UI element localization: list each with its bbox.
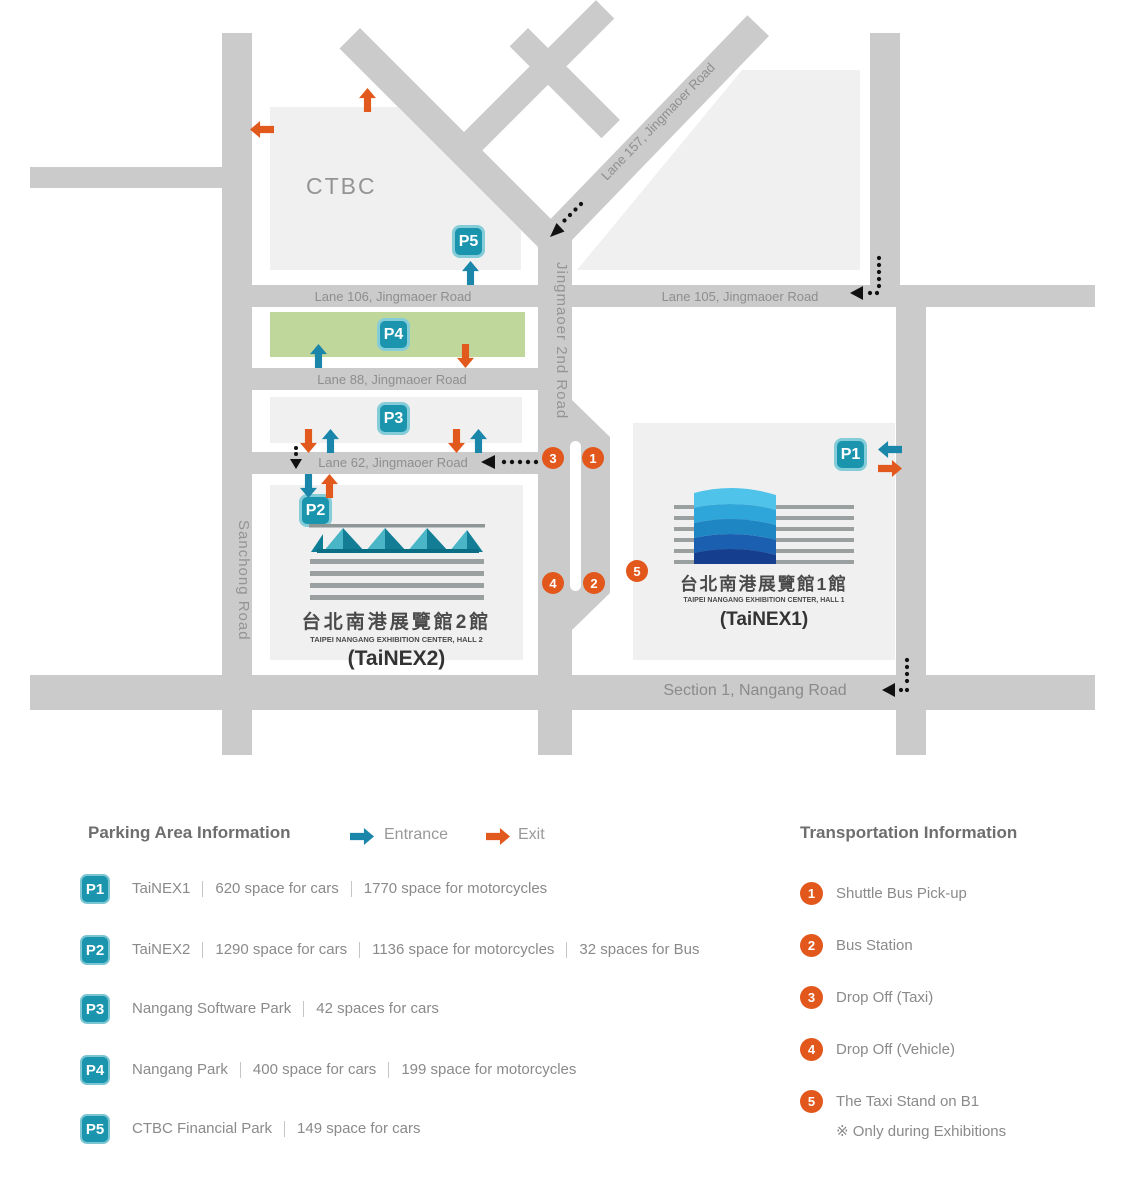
transport-num-4: 4: [800, 1038, 823, 1061]
dotted-arrow-junction-icon: [550, 201, 584, 237]
entrance-arrow-icon: [350, 828, 374, 845]
road-lane62: [222, 452, 538, 474]
dotted-arrow-lane62-down-icon: [290, 446, 302, 469]
parking-badge-p2: P2: [80, 935, 110, 965]
transport-item-1: 1 Shuttle Bus Pick-up: [800, 882, 967, 905]
stop-marker-2: 2: [583, 572, 605, 594]
parking-row-p3: P3 Nangang Software Park 42 spaces for c…: [80, 994, 439, 1024]
map-badge-p2: P2: [299, 494, 332, 527]
road-right-vertical-bottom: [896, 296, 926, 755]
tainex1-tower-illustration: [674, 487, 854, 564]
parking-row-segment: 199 space for motorcycles: [388, 1061, 576, 1079]
tainex2-name-cn: 台北南港展覽館2館: [301, 612, 492, 633]
parking-badge-p1: P1: [80, 874, 110, 904]
tainex2-facade-bars: [309, 559, 484, 600]
map-badge-p5: P5: [452, 225, 485, 258]
road-left-stub: [30, 167, 222, 188]
parking-badge-p4: P4: [80, 1055, 110, 1085]
road-sanchong: [222, 33, 252, 755]
parking-row-segment: 1136 space for motorcycles: [359, 941, 554, 959]
tainex2-name-en: TAIPEI NANGANG EXHIBITION CENTER, HALL 2: [310, 635, 483, 644]
transport-label: Drop Off (Vehicle): [836, 1041, 955, 1058]
stop-marker-4: 4: [542, 572, 564, 594]
tainex2-content: 台北南港展覽館2館 TAIPEI NANGANG EXHIBITION CENT…: [283, 524, 510, 671]
transport-item-2: 2 Bus Station: [800, 934, 913, 957]
lane105-label: Lane 105, Jingmaoer Road: [661, 289, 819, 304]
parking-row-p5: P5 CTBC Financial Park 149 space for car…: [80, 1114, 420, 1144]
ctbc-label: CTBC: [306, 173, 377, 199]
parking-row-segment: 620 space for cars: [202, 880, 339, 898]
stop-marker-1: 1: [582, 447, 604, 469]
transport-label: Bus Station: [836, 937, 913, 954]
road-right-vertical-top: [870, 33, 900, 296]
parking-row-segment: Nangang Software Park: [132, 999, 292, 1017]
transport-item-5-note: ※ Only during Exhibitions: [836, 1123, 1007, 1140]
parking-info-title: Parking Area Information: [88, 823, 291, 842]
transport-item-3: 3 Drop Off (Taxi): [800, 986, 933, 1009]
parking-row-segment: 42 spaces for cars: [303, 1000, 439, 1018]
parking-badge-p5: P5: [80, 1114, 110, 1144]
map-badge-p4: P4: [377, 318, 410, 351]
exit-arrow-icon: [486, 828, 510, 845]
stop-marker-5: 5: [626, 560, 648, 582]
dotted-arrow-section1-icon: [882, 657, 910, 697]
transport-label: Drop Off (Taxi): [836, 989, 934, 1006]
jingmaoer2-label: Jingmaoer 2nd Road: [553, 262, 570, 420]
transport-num-1: 1: [800, 882, 823, 905]
tainex1-content: 台北南港展覽館1館 TAIPEI NANGANG EXHIBITION CENT…: [648, 485, 880, 631]
parking-row-segment: 1290 space for cars: [202, 941, 347, 959]
dotted-arrow-lane62-icon: [481, 455, 539, 469]
parking-row-segment: 1770 space for motorcycles: [350, 880, 547, 898]
parking-row-segment: TaiNEX1: [132, 879, 191, 897]
lane106-label: Lane 106, Jingmaoer Road: [314, 289, 472, 304]
transport-info-title: Transportation Information: [800, 823, 1018, 842]
transport-num-5: 5: [800, 1090, 823, 1113]
parking-row-segment: 32 spaces for Bus: [566, 941, 700, 959]
parking-row-segment: 149 space for cars: [284, 1120, 420, 1138]
transport-num-2: 2: [800, 934, 823, 957]
parking-row-segment: TaiNEX2: [132, 940, 191, 958]
sanchong-label: Sanchong Road: [235, 519, 252, 641]
parking-row-p4: P4 Nangang Park 400 space for cars 199 s…: [80, 1055, 576, 1085]
transport-item-5: 5 The Taxi Stand on B1: [800, 1090, 979, 1113]
transport-item-4: 4 Drop Off (Vehicle): [800, 1038, 955, 1061]
entrance-label: Entrance: [384, 826, 449, 843]
parking-badge-p3: P3: [80, 994, 110, 1024]
tainex1-abbr: (TaiNEX1): [719, 609, 809, 630]
dotted-arrow-lane105-icon: [850, 255, 882, 300]
lane88-label: Lane 88, Jingmaoer Road: [317, 372, 467, 387]
tainex1-name-en: TAIPEI NANGANG EXHIBITION CENTER, HALL 1: [683, 597, 845, 604]
road-lane88: [222, 368, 538, 390]
parking-row-segment: 400 space for cars: [239, 1061, 376, 1079]
transport-label: The Taxi Stand on B1: [836, 1093, 980, 1110]
transport-num-3: 3: [800, 986, 823, 1009]
road-median-strip: [570, 441, 581, 591]
exit-label: Exit: [518, 826, 545, 843]
transport-label: Shuttle Bus Pick-up: [836, 885, 967, 902]
map-badge-p1: P1: [834, 438, 867, 471]
lane62-label: Lane 62, Jingmaoer Road: [318, 455, 468, 470]
tainex2-abbr: (TaiNEX2): [347, 647, 446, 670]
tainex2-roof-illustration: [308, 524, 485, 553]
map-badge-p3: P3: [377, 402, 410, 435]
parking-row-segment: Nangang Park: [132, 1060, 228, 1078]
tainex1-name-cn: 台北南港展覽館1館: [680, 574, 848, 594]
parking-row-p1: P1 TaiNEX1 620 space for cars 1770 space…: [80, 874, 547, 904]
section1-label: Section 1, Nangang Road: [663, 682, 847, 699]
parking-row-segment: CTBC Financial Park: [132, 1119, 273, 1137]
parking-row-p2: P2 TaiNEX2 1290 space for cars 1136 spac…: [80, 935, 700, 965]
stop-marker-3: 3: [542, 447, 564, 469]
